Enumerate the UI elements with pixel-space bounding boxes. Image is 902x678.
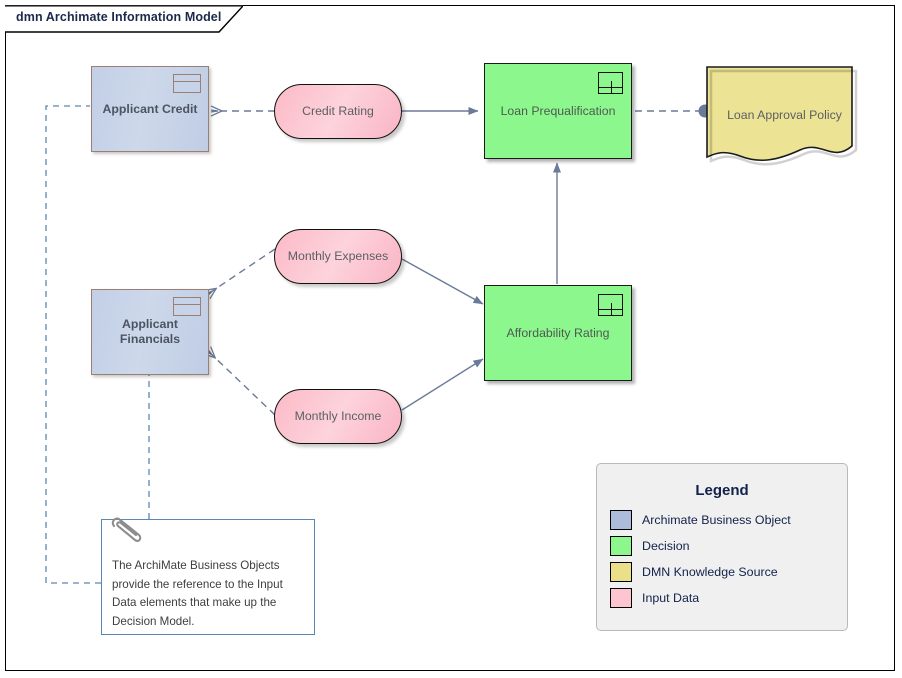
legend-swatch	[610, 510, 632, 530]
node-credit-rating[interactable]: Credit Rating	[274, 84, 402, 139]
diagram-frame: Applicant Credit Applicant Financials Cr…	[5, 5, 895, 671]
node-label-line2: Financials	[119, 332, 181, 346]
decision-table-icon	[598, 294, 623, 316]
edge-monthly-income-to-applicant-financials	[208, 351, 276, 416]
node-label: Applicant Financials	[112, 317, 188, 347]
decision-table-icon	[598, 72, 623, 94]
node-applicant-credit[interactable]: Applicant Credit	[91, 66, 209, 152]
legend-title: Legend	[695, 482, 749, 499]
node-label: Credit Rating	[302, 104, 374, 118]
node-label: Applicant Credit	[102, 101, 198, 116]
diagram-title: dmn Archimate Information Model	[16, 10, 222, 24]
node-label: Monthly Expenses	[287, 249, 389, 263]
legend-label: Input Data	[642, 591, 700, 605]
note-archimate-reference[interactable]: The ArchiMate Business Objects provide t…	[101, 517, 315, 635]
node-loan-prequalification[interactable]: Loan Prequalification	[484, 63, 632, 159]
edge-monthly-expenses-to-applicant-financials	[208, 248, 276, 294]
note-line: The ArchiMate Business Objects	[112, 559, 280, 572]
tab-shape	[5, 5, 243, 33]
legend-label: DMN Knowledge Source	[642, 565, 778, 579]
legend-swatch	[610, 562, 632, 582]
node-label: Loan Prequalification	[500, 103, 616, 118]
knowledge-source-shape	[706, 66, 858, 166]
node-monthly-income[interactable]: Monthly Income	[274, 389, 402, 444]
legend-label: Decision	[642, 539, 690, 553]
node-monthly-expenses[interactable]: Monthly Expenses	[274, 229, 402, 284]
note-text: The ArchiMate Business Objects provide t…	[112, 557, 306, 631]
legend-item-decision: Decision	[610, 535, 847, 557]
legend-item-input-data: Input Data	[610, 587, 847, 609]
node-applicant-financials[interactable]: Applicant Financials	[91, 289, 209, 375]
node-loan-approval-policy[interactable]: Loan Approval Policy	[704, 64, 859, 166]
note-line: Decision Model.	[112, 614, 195, 628]
node-label: Affordability Rating	[506, 325, 610, 340]
edge-monthly-income-to-affordability	[401, 358, 484, 411]
legend-swatch	[610, 588, 632, 608]
legend-item-dmn-knowledge-source: DMN Knowledge Source	[610, 561, 847, 583]
business-object-icon	[173, 297, 201, 316]
paperclip-icon	[111, 517, 142, 542]
note-line: provide the reference to the Input	[112, 577, 283, 591]
edge-monthly-expenses-to-affordability	[401, 258, 484, 305]
legend-swatch	[610, 536, 632, 556]
legend-item-archimate-business-object: Archimate Business Object	[610, 509, 847, 531]
business-object-icon	[173, 74, 201, 93]
node-label: Monthly Income	[294, 409, 382, 423]
note-line: Data elements that make up the	[112, 596, 277, 609]
diagram-title-tab[interactable]: dmn Archimate Information Model	[5, 5, 243, 33]
node-affordability-rating[interactable]: Affordability Rating	[484, 285, 632, 381]
node-label-line1: Applicant	[121, 317, 178, 331]
legend-panel: Legend Archimate Business Object Decisio…	[596, 463, 848, 631]
legend-label: Archimate Business Object	[642, 513, 791, 527]
edge-loan-prequalification-to-loan-approval-policy	[635, 104, 712, 118]
